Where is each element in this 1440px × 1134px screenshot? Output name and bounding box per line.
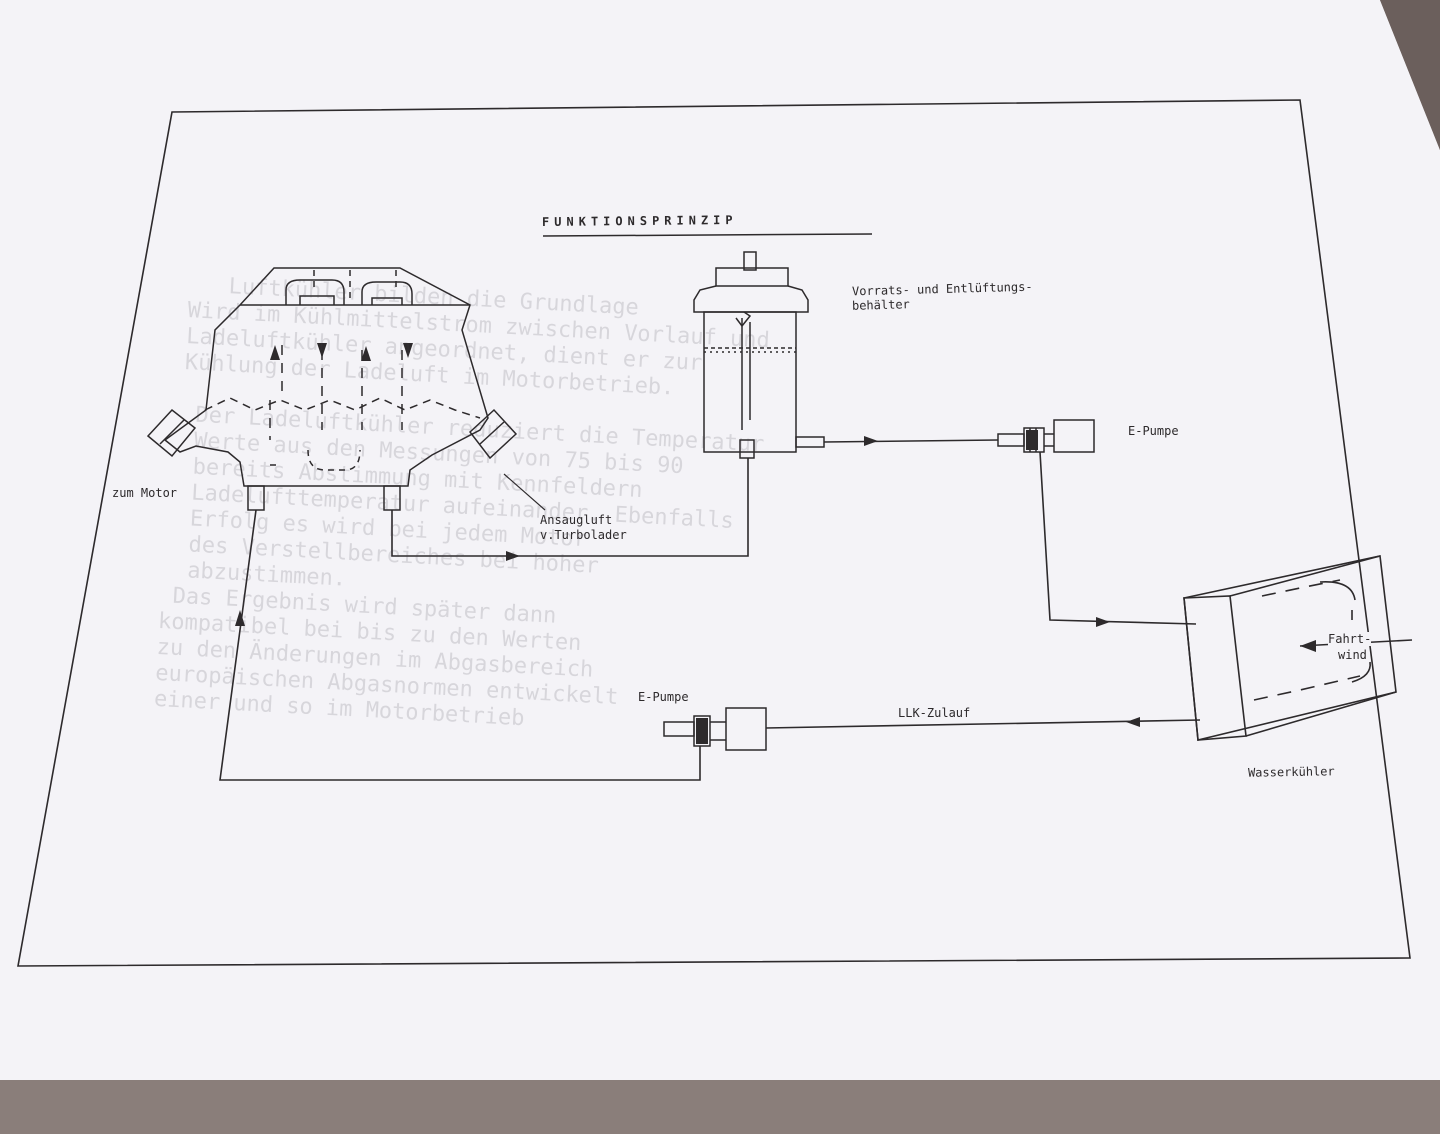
e-pump-bottom-impeller [696, 718, 708, 744]
pipe-tank-to-pump [823, 439, 999, 443]
label-e-pumpe-bottom: E-Pumpe [638, 690, 689, 704]
label-turbolader: v.Turbolader [540, 528, 627, 542]
pipe-motor-return [391, 458, 749, 557]
expansion-tank [693, 251, 825, 459]
label-fahrtwind-2: wind [1338, 648, 1367, 662]
paper-shadow-edge [1380, 0, 1440, 150]
pipe-pump-to-radiator [1039, 451, 1197, 625]
diagram-title: FUNKTIONSPRINZIP [542, 213, 738, 229]
pipe-radiator-to-pump [765, 719, 1201, 729]
coolant-pipes [219, 439, 1201, 781]
label-ansaugluft: Ansaugluft [540, 513, 613, 527]
label-e-pumpe-top: E-Pumpe [1128, 424, 1179, 438]
schematic-drawing [0, 0, 1440, 1080]
intercooler-housing [146, 267, 518, 511]
label-wasserkuehler: Wasserkühler [1247, 764, 1335, 780]
diagram-frame [17, 99, 1411, 967]
airflow-arrow-head [1300, 640, 1316, 652]
label-vorrats-behaelter-2: behälter [851, 297, 910, 313]
label-llk-zulauf: LLK-Zulauf [898, 706, 971, 720]
diagram-title-text: FUNKTIONSPRINZIP [541, 212, 738, 230]
e-pump-top [997, 419, 1095, 453]
paper-background [0, 0, 1440, 1080]
flow-arrows [270, 343, 413, 361]
e-pump-top-impeller [1026, 430, 1038, 450]
label-fahrtwind-1: Fahrt- [1328, 632, 1372, 646]
paper-sheet: Luftkühler bilden die Grundlage Wird im … [0, 0, 1440, 1080]
pipe-arrows [235, 436, 1140, 727]
label-zum-motor: zum Motor [112, 486, 178, 500]
pipe-pump-to-intercooler [219, 509, 701, 781]
e-pump-bottom [663, 707, 767, 751]
ansaug-pointer [503, 473, 546, 511]
title-underline [542, 233, 873, 237]
